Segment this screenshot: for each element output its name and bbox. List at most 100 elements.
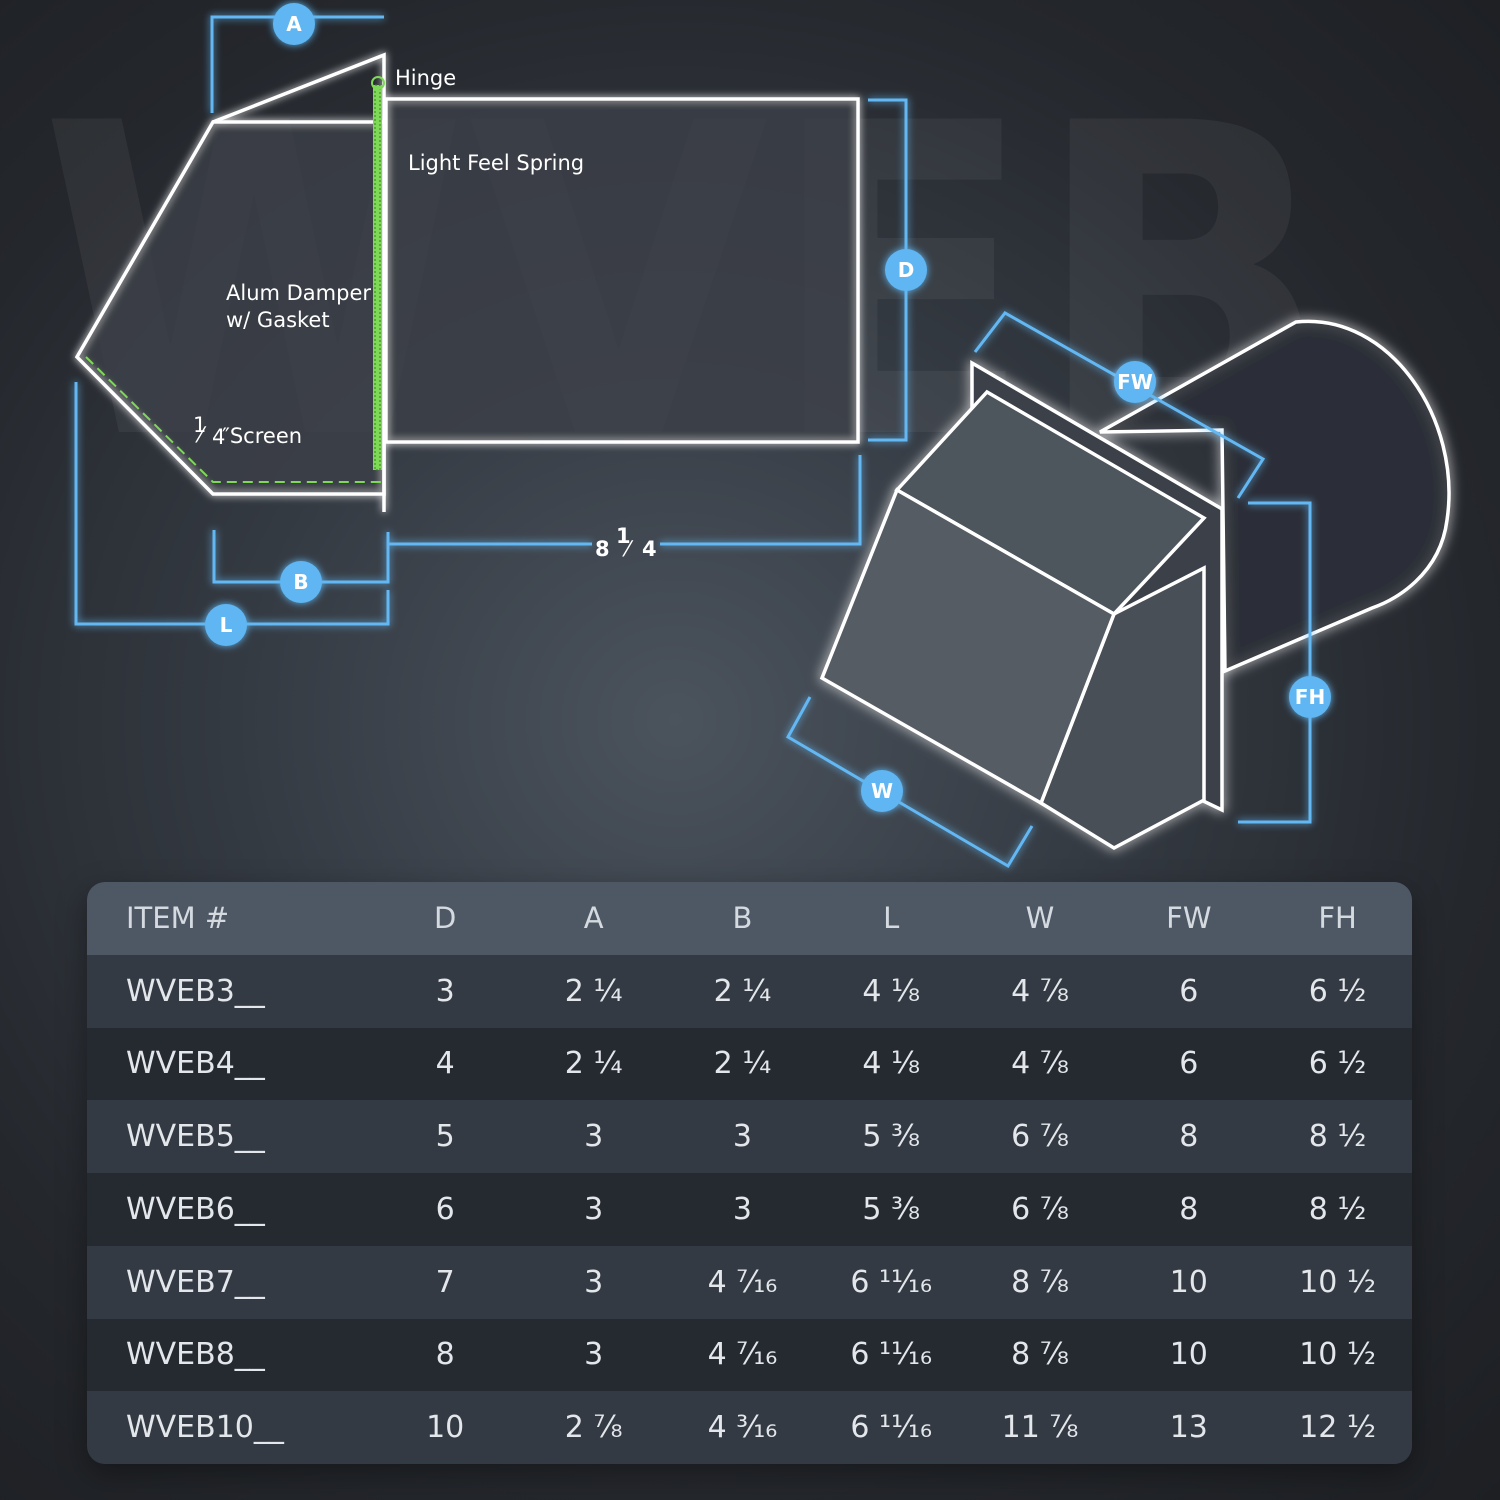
cell-d: 10	[426, 1410, 465, 1446]
cell-w: 8 ⁷⁄₈	[1011, 1264, 1069, 1300]
hood-front-face	[819, 487, 1117, 806]
header-w: W	[1025, 901, 1055, 936]
cell-fw: 8	[1179, 1191, 1199, 1227]
cell-fh: 8 ¹⁄₂	[1308, 1119, 1367, 1155]
cell-a: 3	[584, 1264, 604, 1300]
cell-fw: 6	[1179, 973, 1199, 1009]
svg-text:W: W	[871, 779, 893, 803]
cell-fh: 10 ¹⁄₂	[1299, 1337, 1376, 1373]
side-view	[74, 52, 860, 512]
cell-fh: 6 ¹⁄₂	[1308, 973, 1367, 1009]
cell-d: 8	[435, 1337, 455, 1373]
svg-text:1: 1	[616, 524, 631, 548]
cell-a: 2 ¹⁄₄	[564, 973, 623, 1009]
cell-l: 6 ¹¹⁄₁₆	[850, 1264, 933, 1300]
cell-a: 3	[584, 1191, 604, 1227]
svg-text:8: 8	[595, 537, 610, 561]
badge-fw: FW	[1114, 361, 1156, 403]
table-row: WVEB6__ 6 3 3 5 ³⁄₈ 6 ⁷⁄₈ 8 8 ¹⁄₂	[87, 1173, 1412, 1246]
cell-fh: 10 ¹⁄₂	[1299, 1264, 1376, 1300]
hinge-pin-icon	[371, 76, 385, 90]
header-item: ITEM #	[126, 901, 230, 936]
cell-fh: 6 ¹⁄₂	[1308, 1046, 1367, 1082]
table-row: WVEB7__ 7 3 4 ⁷⁄₁₆ 6 ¹¹⁄₁₆ 8 ⁷⁄₈ 10 10 ¹…	[87, 1245, 1412, 1319]
cell-item: WVEB8__	[126, 1337, 265, 1373]
hood-profile	[74, 120, 386, 496]
cell-b: 3	[732, 1191, 752, 1227]
cell-l: 6 ¹¹⁄₁₆	[850, 1337, 933, 1373]
badge-d: D	[885, 249, 927, 291]
header-a: A	[583, 901, 604, 936]
cell-a: 2 ⁷⁄₈	[564, 1410, 623, 1446]
cell-fw: 13	[1169, 1410, 1208, 1446]
svg-text:FW: FW	[1117, 370, 1153, 394]
screen-line	[85, 356, 382, 483]
table-row: WVEB10__ 10 2 ⁷⁄₈ 4 ³⁄₁₆ 6 ¹¹⁄₁₆ 11 ⁷⁄₈ …	[87, 1391, 1412, 1464]
cell-w: 4 ⁷⁄₈	[1011, 973, 1069, 1009]
table-row: WVEB5__ 5 3 3 5 ³⁄₈ 6 ⁷⁄₈ 8 8 ¹⁄₂	[87, 1100, 1412, 1173]
cell-a: 3	[584, 1337, 604, 1373]
cell-fh: 12 ¹⁄₂	[1299, 1410, 1376, 1446]
cell-item: WVEB7__	[126, 1264, 265, 1300]
badge-fh: FH	[1289, 676, 1331, 718]
cell-w: 8 ⁷⁄₈	[1011, 1337, 1069, 1373]
cell-fw: 8	[1179, 1119, 1199, 1155]
svg-text:B: B	[293, 570, 308, 594]
header-b: B	[732, 901, 753, 936]
damper-label-line2: w/ Gasket	[226, 308, 330, 332]
isometric-view	[819, 319, 1451, 851]
cell-fw: 6	[1179, 1046, 1199, 1082]
cell-b: 4 ³⁄₁₆	[707, 1410, 778, 1446]
svg-text:4: 4	[642, 537, 657, 561]
cell-item: WVEB4__	[126, 1046, 265, 1082]
cell-l: 4 ¹⁄₈	[862, 973, 921, 1009]
damper-label-line1: Alum Damper	[226, 281, 371, 305]
duct-cylinder	[1099, 319, 1451, 674]
badge-b: B	[280, 561, 322, 603]
cell-d: 7	[435, 1264, 455, 1300]
cell-w: 4 ⁷⁄₈	[1011, 1046, 1069, 1082]
cell-l: 5 ³⁄₈	[862, 1191, 921, 1227]
table-header-row: ITEM # D A B L W FW FH	[87, 882, 1412, 955]
cell-w: 6 ⁷⁄₈	[1011, 1119, 1069, 1155]
cell-item: WVEB6__	[126, 1191, 265, 1227]
badge-l: L	[205, 604, 247, 646]
header-fh: FH	[1318, 901, 1357, 936]
svg-text:4: 4	[212, 425, 225, 449]
cell-a: 2 ¹⁄₄	[564, 1046, 623, 1082]
hinge-spring	[371, 76, 385, 471]
dimensions-table: ITEM # D A B L W FW FH WVEB3__ 3 2 ¹⁄₄ 2…	[87, 882, 1412, 1464]
cell-b: 3	[732, 1119, 752, 1155]
cell-d: 4	[435, 1046, 455, 1082]
cell-item: WVEB5__	[126, 1119, 265, 1155]
cell-item: WVEB10__	[126, 1410, 284, 1446]
spring-label: Light Feel Spring	[408, 151, 584, 175]
cell-l: 5 ³⁄₈	[862, 1119, 921, 1155]
cell-b: 2 ¹⁄₄	[713, 1046, 772, 1082]
cell-b: 2 ¹⁄₄	[713, 973, 772, 1009]
header-d: D	[433, 901, 457, 936]
svg-text:L: L	[220, 613, 233, 637]
cell-fw: 10	[1169, 1264, 1208, 1300]
cell-item: WVEB3__	[126, 973, 265, 1009]
cell-l: 6 ¹¹⁄₁₆	[850, 1410, 933, 1446]
svg-text:1: 1	[193, 413, 206, 437]
hood-flap	[212, 52, 386, 512]
cell-b: 4 ⁷⁄₁₆	[707, 1337, 778, 1373]
badge-w: W	[861, 770, 903, 812]
cell-l: 4 ¹⁄₈	[862, 1046, 921, 1082]
cell-a: 3	[584, 1119, 604, 1155]
cell-w: 6 ⁷⁄₈	[1011, 1191, 1069, 1227]
svg-text:″Screen: ″Screen	[222, 424, 302, 448]
cell-d: 5	[435, 1119, 455, 1155]
table-row: WVEB4__ 4 2 ¹⁄₄ 2 ¹⁄₄ 4 ¹⁄₈ 4 ⁷⁄₈ 6 6 ¹⁄…	[87, 1027, 1412, 1101]
dimension-badges: A D B L FW FH W	[205, 3, 1331, 812]
cell-b: 4 ⁷⁄₁₆	[707, 1264, 778, 1300]
svg-text:FH: FH	[1295, 685, 1325, 709]
duct-body	[384, 97, 860, 444]
hinge-label: Hinge	[395, 66, 456, 90]
table-row: WVEB3__ 3 2 ¹⁄₄ 2 ¹⁄₄ 4 ¹⁄₈ 4 ⁷⁄₈ 6 6 ¹⁄…	[87, 954, 1412, 1028]
cell-w: 11 ⁷⁄₈	[1001, 1410, 1079, 1446]
svg-text:D: D	[898, 258, 915, 282]
cell-fw: 10	[1169, 1337, 1208, 1373]
